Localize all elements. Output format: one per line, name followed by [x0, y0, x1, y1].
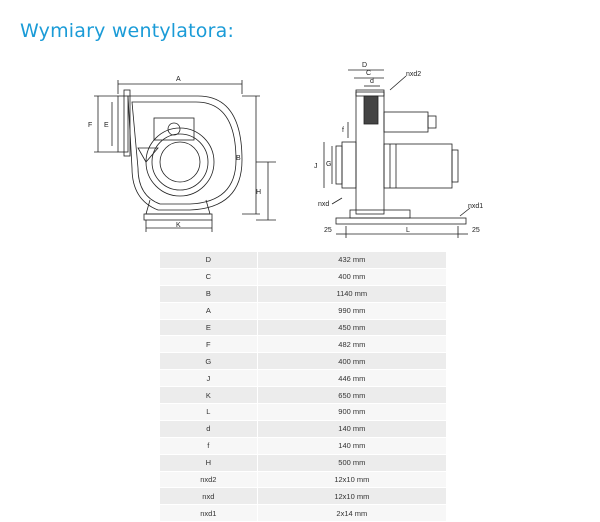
- fan-technical-drawing: A F E B H K: [88, 62, 483, 238]
- dimension-value: 400 mm: [257, 268, 446, 286]
- dimension-value: 400 mm: [257, 352, 446, 371]
- dimension-value: 990 mm: [257, 302, 446, 320]
- dimension-key: J: [160, 369, 258, 388]
- dimension-value: 450 mm: [257, 319, 446, 337]
- dim-label-f: f: [342, 127, 344, 134]
- dimension-key: F: [160, 335, 258, 354]
- dim-label-25-right: 25: [472, 227, 480, 234]
- dim-label-F: F: [88, 122, 92, 129]
- dim-label-25-left: 25: [324, 227, 332, 234]
- dimension-value: 1140 mm: [257, 285, 446, 303]
- dim-label-nxd: nxd: [318, 201, 329, 208]
- dimension-value: 12x10 mm: [257, 471, 446, 489]
- page-title: Wymiary wentylatora:: [20, 20, 235, 42]
- dim-label-nxd1: nxd1: [468, 203, 483, 210]
- dimension-value: 140 mm: [257, 420, 446, 438]
- dimension-value: 482 mm: [257, 335, 446, 354]
- dimension-key: d: [160, 420, 258, 438]
- dimension-key: L: [160, 403, 258, 421]
- dimension-key: nxd1: [160, 504, 258, 522]
- dimension-key: A: [160, 302, 258, 320]
- dim-label-E: E: [104, 122, 109, 129]
- dim-label-B: B: [236, 155, 241, 162]
- dim-label-K: K: [176, 222, 181, 229]
- dimension-key: G: [160, 352, 258, 371]
- dim-label-H: H: [256, 189, 261, 196]
- dimension-key: E: [160, 319, 258, 337]
- dim-label-d: d: [370, 78, 374, 85]
- dimension-key: D: [160, 252, 258, 269]
- dimension-key: nxd: [160, 487, 258, 506]
- dimension-value: 500 mm: [257, 454, 446, 472]
- dimension-value: 2x14 mm: [257, 504, 446, 522]
- dimension-key: f: [160, 437, 258, 455]
- fan-side-view: A F E B H K: [88, 76, 276, 232]
- dimension-key: C: [160, 268, 258, 286]
- dimension-key: B: [160, 285, 258, 303]
- dimension-value: 900 mm: [257, 403, 446, 421]
- dim-label-A: A: [176, 76, 181, 83]
- dimension-key: K: [160, 386, 258, 405]
- dim-label-nxd2: nxd2: [406, 71, 421, 78]
- dim-label-J: J: [314, 163, 318, 170]
- dimension-value: 446 mm: [257, 369, 446, 388]
- dimension-value: 650 mm: [257, 386, 446, 405]
- dim-label-C: C: [366, 70, 371, 77]
- dim-label-L: L: [406, 227, 410, 234]
- dim-label-G: G: [326, 161, 331, 168]
- dimension-value: 140 mm: [257, 437, 446, 455]
- dim-label-D: D: [362, 62, 367, 69]
- dimension-key: nxd2: [160, 471, 258, 489]
- fan-front-view: D C d nxd2 f J G nxd nxd1 L 25 25: [314, 62, 483, 238]
- dimension-value: 12x10 mm: [257, 487, 446, 506]
- dimension-value: 432 mm: [257, 252, 446, 269]
- dimension-key: H: [160, 454, 258, 472]
